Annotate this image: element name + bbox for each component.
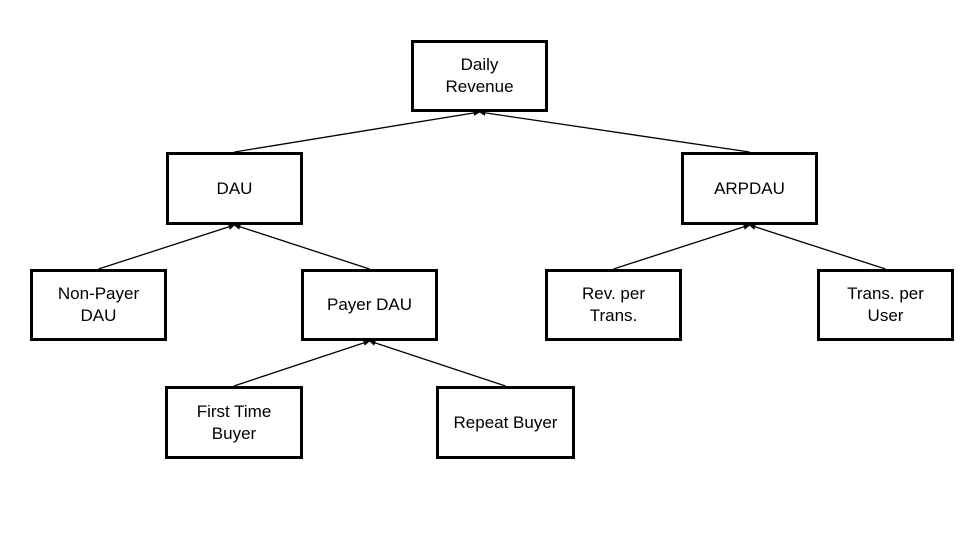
node-label-dau: DAU xyxy=(216,178,253,198)
connector-rev-per-trans-to-arpdau xyxy=(613,223,751,270)
node-label-daily-revenue: Daily Revenue xyxy=(445,55,514,96)
node-daily-revenue: Daily Revenue xyxy=(411,40,548,112)
connector-dau-to-daily-revenue xyxy=(234,110,481,153)
node-first-time-buyer: First Time Buyer xyxy=(165,386,303,459)
connector-non-payer-dau-to-dau xyxy=(98,223,236,270)
node-label-trans-per-user: Trans. per User xyxy=(847,284,924,325)
node-label-rev-per-trans: Rev. per Trans. xyxy=(582,284,645,325)
node-label-repeat-buyer: Repeat Buyer xyxy=(453,412,558,432)
connector-payer-dau-to-dau xyxy=(233,224,370,270)
node-non-payer-dau: Non-Payer DAU xyxy=(30,269,167,341)
node-arpdau: ARPDAU xyxy=(681,152,818,225)
node-rev-per-trans: Rev. per Trans. xyxy=(545,269,682,341)
connector-repeat-buyer-to-payer-dau xyxy=(368,340,506,387)
node-dau: DAU xyxy=(166,152,303,225)
connector-arpdau-to-daily-revenue xyxy=(478,109,750,153)
node-repeat-buyer: Repeat Buyer xyxy=(436,386,575,459)
node-label-non-payer-dau: Non-Payer DAU xyxy=(57,284,140,325)
node-label-first-time-buyer: First Time Buyer xyxy=(196,401,272,443)
node-trans-per-user: Trans. per User xyxy=(817,269,954,341)
connector-trans-per-user-to-arpdau xyxy=(748,223,886,270)
node-payer-dau: Payer DAU xyxy=(301,269,438,341)
node-label-arpdau: ARPDAU xyxy=(714,178,785,198)
connector-first-time-buyer-to-payer-dau xyxy=(233,340,371,387)
node-label-payer-dau: Payer DAU xyxy=(326,295,413,314)
